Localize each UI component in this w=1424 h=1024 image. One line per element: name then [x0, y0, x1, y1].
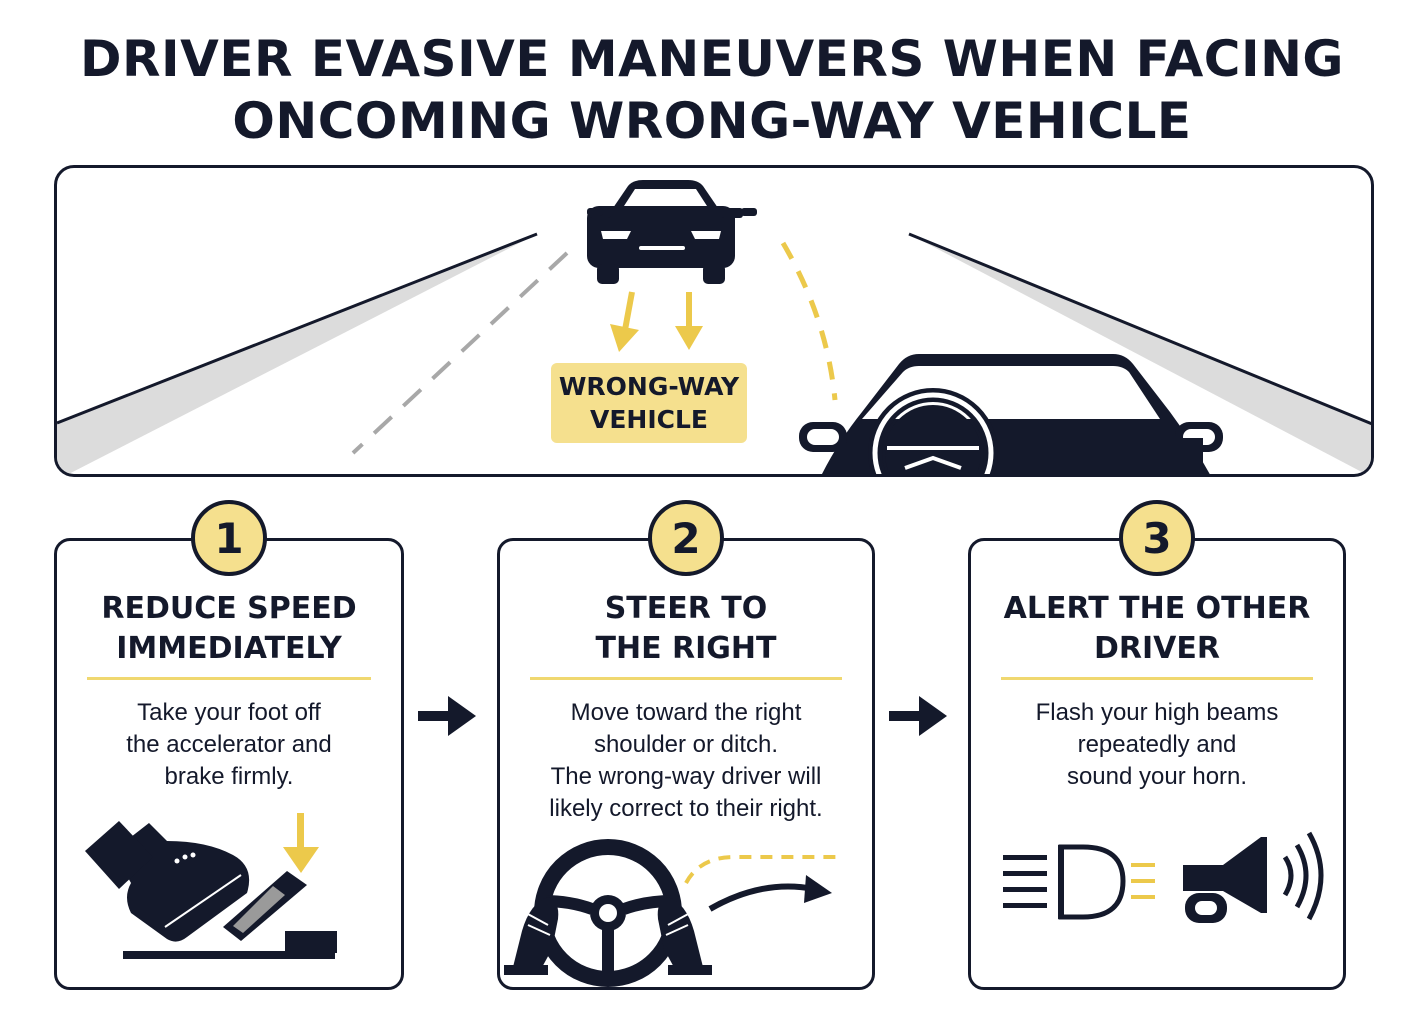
- wrong-way-label-line-2: VEHICLE: [589, 405, 708, 434]
- step-description: Take your foot off the accelerator and b…: [57, 697, 401, 793]
- step-desc-line-3: brake firmly.: [164, 763, 294, 790]
- step-title: REDUCE SPEED IMMEDIATELY: [57, 589, 401, 669]
- step-title: STEER TO THE RIGHT: [500, 589, 872, 669]
- wrong-way-vehicle-label: WRONG-WAY VEHICLE: [551, 363, 747, 443]
- step-divider: [1001, 677, 1313, 680]
- flow-arrow-icon: [889, 696, 947, 736]
- step-desc-line-4: likely correct to their right.: [549, 795, 823, 822]
- page-title: DRIVER EVASIVE MANEUVERS WHEN FACING ONC…: [0, 28, 1424, 152]
- left-road-shoulder: [57, 234, 537, 474]
- foot-on-brake-pedal-icon: [85, 813, 337, 959]
- wrong-way-label-line-1: WRONG-WAY: [558, 372, 740, 401]
- step-desc-line-1: Move toward the right: [570, 699, 802, 726]
- road-scene-illustration: [57, 180, 1371, 474]
- center-lane-line: [351, 251, 569, 455]
- step-desc-line-1: Take your foot off: [137, 699, 321, 726]
- step-number-badge: 2: [648, 500, 724, 576]
- title-line-1: DRIVER EVASIVE MANEUVERS WHEN FACING: [80, 30, 1344, 88]
- step-desc-line-3: sound your horn.: [1066, 763, 1248, 790]
- evasive-path-line: [780, 241, 838, 401]
- step-desc-line-3: The wrong-way driver will: [550, 763, 822, 790]
- step-description: Flash your high beams repeatedly and sou…: [971, 697, 1343, 793]
- step-title: ALERT THE OTHER DRIVER: [971, 589, 1343, 669]
- step-divider: [530, 677, 842, 680]
- step-title-line-1: ALERT THE OTHER: [1003, 591, 1311, 626]
- step-card-3: 3 ALERT THE OTHER DRIVER Flash your high…: [968, 500, 1346, 990]
- road-scene-panel: WRONG-WAY VEHICLE: [54, 165, 1374, 477]
- step-title-line-1: STEER TO: [604, 591, 768, 626]
- step-divider: [87, 677, 371, 680]
- step-card-1: 1 REDUCE SPEED IMMEDIATELY Take your foo…: [54, 500, 404, 990]
- step-desc-line-1: Flash your high beams: [1035, 699, 1279, 726]
- high-beam-icon: [1003, 844, 1126, 920]
- step-number-badge: 1: [191, 500, 267, 576]
- right-road-shoulder: [909, 234, 1371, 474]
- direction-arrows-icon: [610, 291, 703, 352]
- left-road-edge: [57, 232, 538, 425]
- step-title-line-2: IMMEDIATELY: [116, 631, 342, 666]
- right-road-edge: [908, 232, 1371, 426]
- step-title-line-2: DRIVER: [1094, 631, 1220, 666]
- step-desc-line-2: the accelerator and: [126, 731, 332, 758]
- step-title-line-2: THE RIGHT: [595, 631, 777, 666]
- step-description: Move toward the right shoulder or ditch.…: [500, 697, 872, 825]
- step-title-line-1: REDUCE SPEED: [101, 591, 357, 626]
- wrong-way-car-icon: [587, 180, 757, 284]
- step-desc-line-2: repeatedly and: [1077, 731, 1237, 758]
- steering-wheel-icon: [504, 839, 844, 987]
- step-desc-line-2: shoulder or ditch.: [593, 731, 779, 758]
- horn-icon: [1183, 831, 1324, 923]
- driver-car-interior-icon: [799, 354, 1223, 474]
- flow-arrow-icon: [418, 696, 476, 736]
- step-number-badge: 3: [1119, 500, 1195, 576]
- step-card-2: 2 STEER TO THE RIGHT Move toward the rig…: [497, 500, 875, 990]
- title-line-2: ONCOMING WRONG-WAY VEHICLE: [232, 92, 1192, 150]
- headlight-and-horn-icon: [1003, 831, 1324, 923]
